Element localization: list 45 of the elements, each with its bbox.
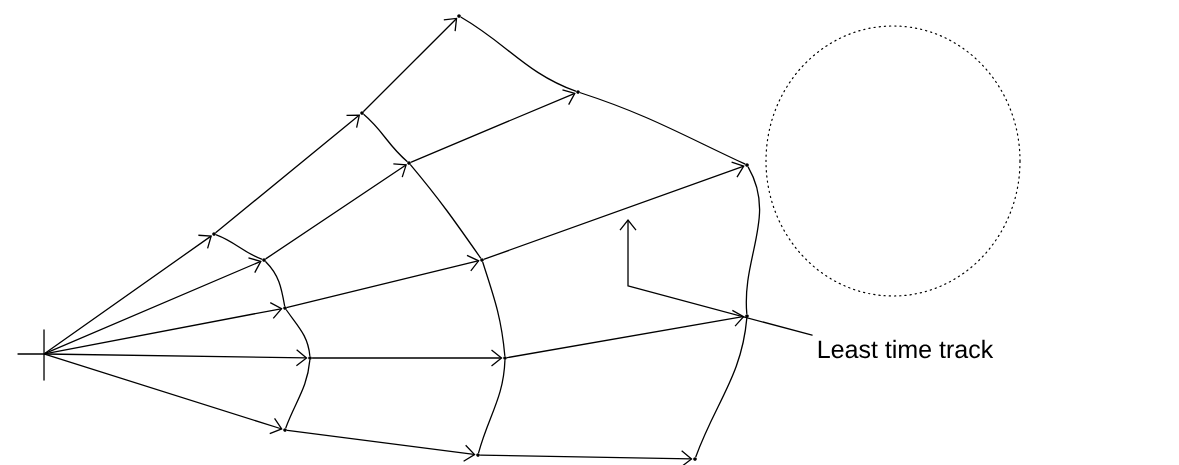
junction-point — [283, 306, 287, 310]
track-arrow — [479, 450, 693, 465]
isochrone-curve — [285, 309, 311, 357]
junction-point — [476, 453, 480, 457]
track-arrow — [410, 89, 576, 163]
junction-point — [457, 14, 461, 18]
track-arrow — [44, 234, 212, 355]
isochrone-curve — [265, 261, 286, 307]
track-arrow — [286, 254, 480, 309]
junction-point — [576, 90, 580, 94]
isochrone-curve — [215, 234, 263, 260]
track-arrow — [363, 17, 458, 112]
junction-point — [745, 314, 749, 318]
junction-point — [360, 111, 364, 115]
track-arrow — [215, 114, 361, 234]
track-arrow — [44, 349, 308, 367]
isochrone-curve — [579, 92, 746, 165]
track-arrow — [506, 309, 745, 359]
isochrone-curve — [460, 16, 577, 92]
junction-point — [480, 258, 484, 262]
isochrone-curve — [363, 113, 408, 163]
junction-point — [693, 457, 697, 461]
dotted-circle — [765, 25, 1021, 297]
start-mark — [17, 329, 45, 381]
isochrone-curve — [478, 359, 506, 454]
track-arrow — [286, 429, 476, 462]
track-label: Least time track — [818, 339, 994, 359]
isochrone-curve — [695, 317, 748, 458]
junction-point — [262, 258, 266, 262]
junction-point — [745, 163, 749, 167]
junction-point — [407, 161, 411, 165]
isochrone-curve — [409, 164, 482, 259]
isochrone-curve — [285, 359, 311, 429]
junction-point — [503, 356, 507, 360]
track-arrow — [265, 163, 407, 260]
track-arrow — [44, 257, 262, 355]
leader-arrow — [619, 219, 813, 336]
junction-point — [212, 232, 216, 236]
junction-point — [283, 428, 287, 432]
isochrone-curve — [745, 166, 761, 315]
track-arrow — [483, 161, 745, 260]
isochrone-curve — [482, 261, 506, 357]
junction-point — [308, 356, 312, 360]
track-arrow — [311, 349, 503, 367]
track-arrow — [44, 353, 283, 435]
